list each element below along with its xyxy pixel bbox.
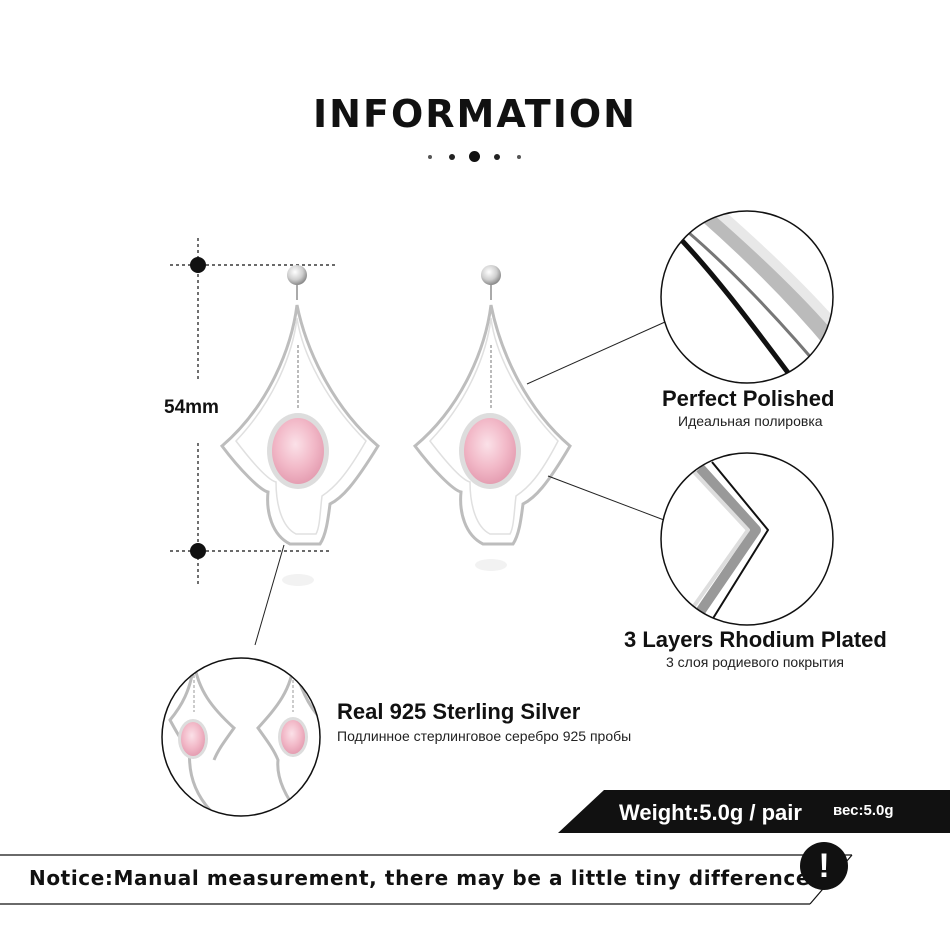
earring-right (412, 265, 572, 571)
weight-label: Weight:5.0g / pair (619, 800, 802, 825)
feature-polished-title: Perfect Polished (662, 386, 835, 411)
page-title: INFORMATION (313, 92, 637, 136)
zoom-rhodium (660, 452, 834, 626)
notice-text: Notice:Manual measurement, there may be … (29, 866, 819, 890)
zoom-polished (660, 210, 834, 384)
feature-rhodium-subtitle: 3 слоя родиевого покрытия (666, 654, 844, 670)
feature-silver-subtitle: Подлинное стерлинговое серебро 925 пробы (337, 728, 632, 744)
feature-rhodium-title: 3 Layers Rhodium Plated (624, 627, 887, 652)
feature-polished-subtitle: Идеальная полировка (678, 413, 823, 429)
height-measurement: 54mm (164, 397, 219, 418)
feature-silver-title: Real 925 Sterling Silver (337, 699, 581, 724)
top-marker (190, 257, 206, 273)
zoom-silver (161, 657, 321, 817)
callout-lines (254, 321, 666, 646)
earring-left (219, 265, 380, 586)
exclamation-icon: ! (818, 847, 830, 885)
weight-banner (558, 790, 950, 833)
notice-bar (0, 842, 853, 905)
notice-icon-circle (800, 842, 848, 890)
bottom-marker (190, 543, 206, 559)
weight-sublabel: вес:5.0g (833, 802, 894, 819)
